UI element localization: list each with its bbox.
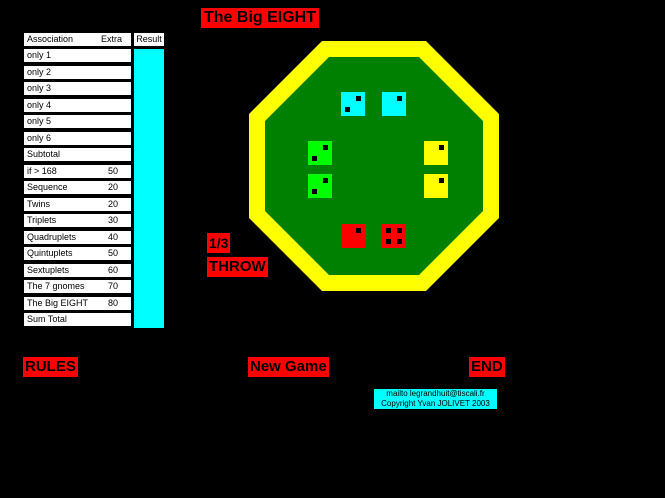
score-row-label: only 6 [27,132,52,143]
score-row-label: only 4 [27,99,52,110]
die-cyan[interactable] [341,92,365,116]
die-pip [323,145,328,150]
die-red[interactable] [382,224,406,248]
score-row-label: Sequence [27,182,68,192]
die-pip [312,156,317,161]
score-row-extra: 40 [108,231,119,242]
die-pip [356,96,361,101]
result-column [134,49,164,328]
result-header: Result [134,33,164,46]
die-pip [386,228,391,233]
score-row-extra: 50 [108,248,119,258]
score-row-label: only 1 [27,50,52,60]
score-row: The Big EIGHT 80 [24,296,131,310]
die-pip [323,178,328,183]
die-pip [345,107,350,112]
score-row-label: Triplets [27,215,57,225]
table-felt [265,57,483,275]
score-row-label: Quintuplets [27,248,73,258]
score-row: The 7 gnomes 70 [24,280,131,293]
die-pip [397,239,402,244]
score-row-extra: 50 [108,165,119,176]
score-row: only 5 [24,115,131,128]
throw-button[interactable]: THROW [207,257,268,277]
game-title: The Big EIGHT [201,8,319,28]
die-green[interactable] [308,174,332,198]
score-row-extra: 20 [108,198,119,209]
throw-counter: 1/3 [207,233,231,253]
score-row-label: The 7 gnomes [27,281,85,291]
association-header: Association [27,34,74,44]
score-row: only 6 [24,131,131,145]
dice-table [249,41,499,291]
die-pip [356,228,361,233]
score-row: only 3 [24,82,131,95]
copyright-text: Copyright Yvan JOLIVET 2003 [381,399,490,408]
score-row-extra: 70 [108,281,119,291]
die-pip [397,228,402,233]
score-row: only 4 [24,98,131,112]
score-row-label: Sextuplets [27,264,70,275]
die-red[interactable] [341,224,365,248]
score-row-label: only 5 [27,116,52,126]
score-row: Twins 20 [24,197,131,211]
score-row: Sextuplets 60 [24,263,131,277]
score-row-label: if > 168 [27,165,57,176]
email-link[interactable]: mailto legrandhuit@tiscali.fr [386,389,485,398]
die-yellow[interactable] [424,141,448,165]
score-row-extra: 80 [108,297,119,308]
score-row: Sequence 20 [24,181,131,194]
score-row: Quadruplets 40 [24,230,131,244]
contact-box: mailto legrandhuit@tiscali.fr Copyright … [374,389,497,409]
rules-button[interactable]: RULES [23,357,78,377]
die-pip [386,239,391,244]
new-game-button[interactable]: New Game [248,357,329,377]
die-pip [397,96,402,101]
score-row: Triplets 30 [24,214,131,227]
score-row-extra: 30 [108,215,119,225]
score-row: Subtotal [24,148,131,161]
score-row-label: only 3 [27,83,52,93]
score-row-label: The Big EIGHT [27,297,89,308]
score-header: Association Extra [24,33,131,46]
score-row-label: only 2 [27,66,52,77]
end-button[interactable]: END [469,357,505,377]
score-row-label: Quadruplets [27,231,77,242]
score-row-label: Twins [27,198,51,209]
die-pip [439,145,444,150]
score-row-label: Sum Total [27,314,67,324]
die-yellow[interactable] [424,174,448,198]
score-row: only 1 [24,49,131,62]
score-row-extra: 60 [108,264,119,275]
score-row: Quintuplets 50 [24,247,131,260]
score-row: if > 168 50 [24,164,131,178]
die-pip [312,189,317,194]
extra-header: Extra [101,34,123,44]
score-row: only 2 [24,65,131,79]
score-row: Sum Total [24,313,131,326]
score-row-extra: 20 [108,182,119,192]
die-cyan[interactable] [382,92,406,116]
die-pip [439,178,444,183]
die-green[interactable] [308,141,332,165]
score-row-label: Subtotal [27,149,61,159]
